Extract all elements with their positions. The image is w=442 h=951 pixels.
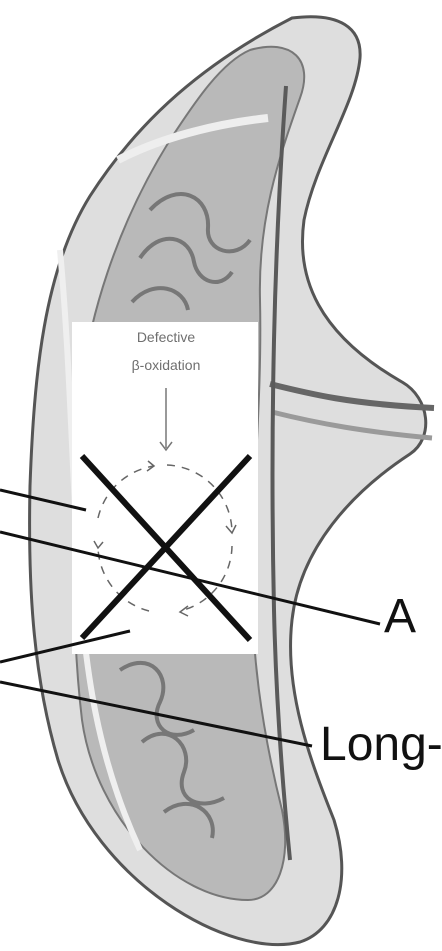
inset-line-2: β-oxidation bbox=[132, 357, 201, 373]
label-right-lower: Long- bbox=[320, 718, 442, 771]
inset-line-1: Defective bbox=[137, 329, 196, 345]
label-right-upper: A bbox=[384, 590, 416, 643]
